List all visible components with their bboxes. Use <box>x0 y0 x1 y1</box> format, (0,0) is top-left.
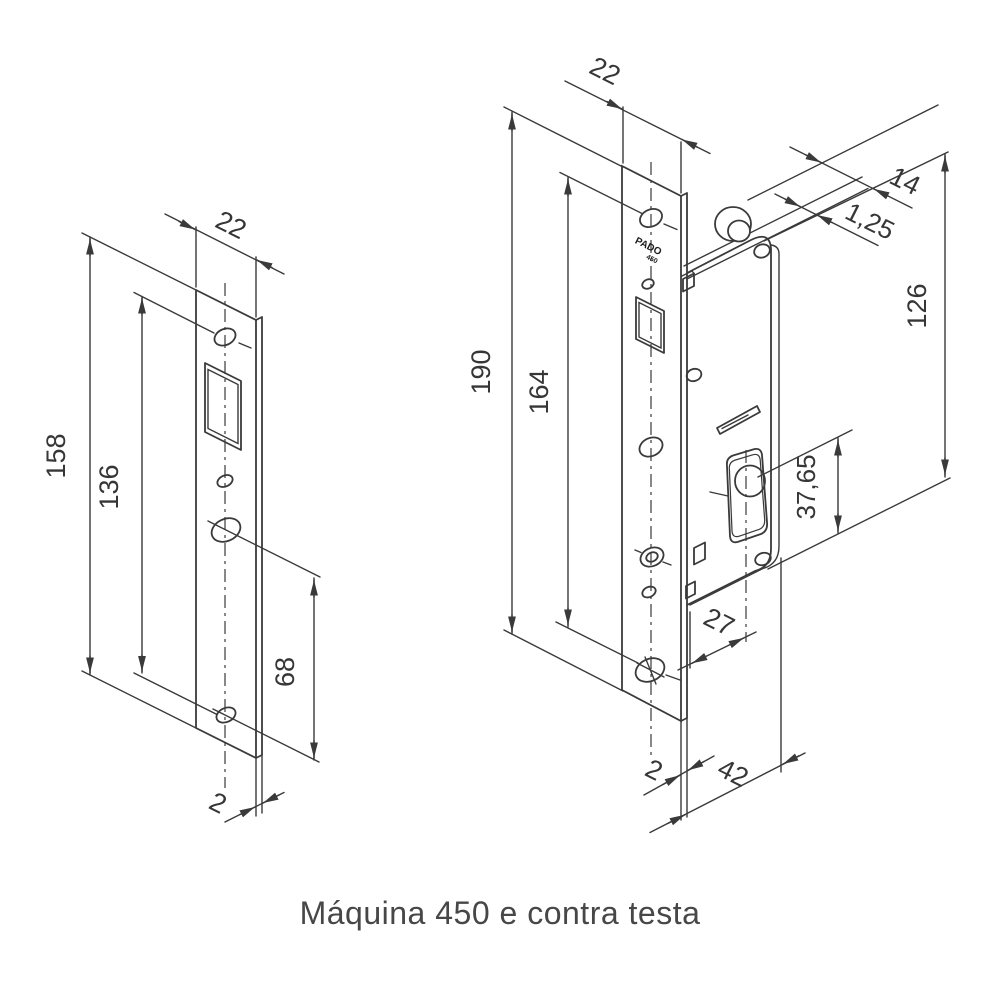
dim-68-ext-top <box>207 520 321 578</box>
faceplate-screw-2-inner <box>645 551 659 563</box>
strike-latch-opening <box>204 362 242 451</box>
screw-cross <box>644 656 657 685</box>
strike-plate-drawing: 158 136 22 68 2 <box>41 205 321 823</box>
centerline-tick <box>662 561 672 566</box>
strike-plate-face <box>195 289 257 759</box>
arrow <box>606 98 623 110</box>
arrow <box>178 219 196 231</box>
arrow <box>728 637 745 649</box>
strike-spindle-hole <box>210 517 242 543</box>
cylinder-cutout <box>725 448 769 544</box>
arrow <box>784 196 801 208</box>
dim-label-125: 1,25 <box>841 196 900 245</box>
dim-label-3765: 37,65 <box>791 454 821 519</box>
dim-label-190: 190 <box>466 349 496 394</box>
arrow <box>691 652 708 664</box>
dim-label-27: 27 <box>699 602 739 642</box>
dim-label-2r: 2 <box>641 753 668 787</box>
lock-case-outline <box>686 235 772 606</box>
strike-plate-thickness-edge <box>255 316 263 759</box>
figure-caption: Máquina 450 e contra testa <box>299 895 701 931</box>
case-post-top-bevel <box>680 270 695 278</box>
arrow <box>687 759 705 771</box>
case-post-top <box>682 272 695 293</box>
arrow <box>782 753 800 765</box>
faceplate-screw-2 <box>639 546 665 568</box>
strike-small-hole <box>216 474 234 488</box>
dim-126-ext-top <box>763 151 949 242</box>
dim-label-22: 22 <box>211 205 251 245</box>
dim-label-14: 14 <box>885 161 925 201</box>
dim-label-42: 42 <box>713 753 753 793</box>
dim-label-158: 158 <box>41 433 71 478</box>
dim-136-ext-top <box>133 291 215 334</box>
dim-label-68: 68 <box>270 657 300 687</box>
centerline-tick <box>665 674 681 681</box>
dim-label-126: 126 <box>902 283 932 328</box>
mortise-lock-drawing: PADO 450 22 190 <box>466 51 951 834</box>
faceplate-top-screw <box>639 207 663 229</box>
faceplate-latch-opening <box>635 296 665 354</box>
dim-164-ext-top <box>559 171 643 215</box>
strike-bottom-screw-hole <box>215 706 237 724</box>
dim-68-ext-bottom <box>212 708 320 763</box>
cylinder-cutout-inner <box>728 453 766 538</box>
faceplate-thickness-edge <box>680 192 688 722</box>
latch-bolt-face <box>727 219 751 243</box>
arrow <box>662 774 681 787</box>
dim-14-ext <box>747 104 939 201</box>
lock-case-back-edge <box>689 244 780 606</box>
faceplate-mid-hole <box>638 436 664 458</box>
case-top-slot-inner <box>721 414 749 430</box>
case-screw-top <box>753 243 771 259</box>
arrow <box>667 814 686 826</box>
case-post-bottom <box>685 580 696 600</box>
case-top-slot <box>716 405 761 435</box>
dim-126-ext-bottom <box>767 477 951 570</box>
dim-label-136: 136 <box>94 464 124 509</box>
faceplate-latch-opening-inner <box>638 301 662 350</box>
centerline-tick <box>663 223 678 231</box>
arrow <box>805 152 822 164</box>
arrow <box>873 188 890 200</box>
faceplate-small-hole-2 <box>641 585 657 599</box>
dim-164-ext-bottom <box>555 621 639 664</box>
dim-190-ext-bottom <box>503 629 624 692</box>
dim-label-164: 164 <box>524 369 554 414</box>
centerline-tick <box>238 342 252 349</box>
strike-latch-opening-inner <box>207 368 239 445</box>
arrow <box>239 806 256 818</box>
dim-190-ext-top <box>503 106 624 168</box>
dim-label-2: 2 <box>205 786 232 820</box>
arrow <box>816 214 833 226</box>
cylinder-hole <box>734 464 766 498</box>
strike-top-screw-hole <box>213 327 237 347</box>
case-square-hole <box>693 541 706 566</box>
case-screw-bottom <box>754 551 772 567</box>
dim-label-22r: 22 <box>585 51 625 91</box>
arrow <box>256 259 273 271</box>
centerline-tick <box>634 549 642 554</box>
centerline-tick <box>709 491 729 497</box>
arrow <box>262 792 280 804</box>
arrow <box>681 138 698 150</box>
dim-136-ext-bottom <box>133 672 217 715</box>
dim-158-ext-top <box>81 232 197 291</box>
dim-3765-ext-top <box>757 429 853 478</box>
dim-158-ext-bottom <box>81 670 197 729</box>
bolt-ext-line-upper <box>683 176 863 267</box>
brand-model: 450 <box>645 254 659 266</box>
faceplate-small-hole <box>641 278 655 290</box>
